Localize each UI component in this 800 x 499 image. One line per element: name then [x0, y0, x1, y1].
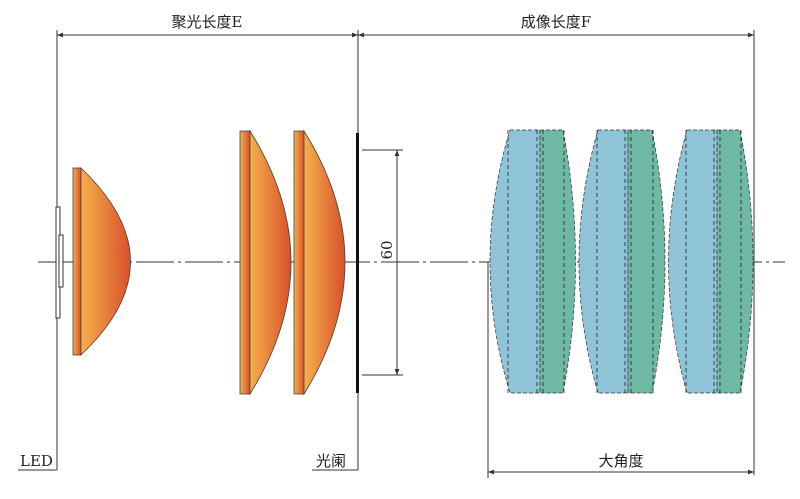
imaging-lens-group-1 [489, 129, 576, 394]
condenser-lens-3-flat [293, 130, 305, 395]
imaging-length-label: 成像长度F [521, 13, 591, 31]
aperture-label: 光阑 [316, 452, 346, 470]
condenser-lens-1-dome [80, 167, 131, 356]
condense-length-label: 聚光长度E [172, 13, 243, 31]
led-label: LED [20, 452, 53, 470]
condenser-lens-2-flat [239, 130, 251, 395]
aperture-plate [356, 133, 359, 393]
condenser-lens-1-flat [72, 167, 82, 356]
wide-angle-label: 大角度 [598, 452, 643, 470]
imaging-lens-group-2 [578, 129, 666, 394]
condenser-lens-3-dome [303, 129, 346, 396]
aperture-diameter-label: 60 [378, 240, 396, 259]
imaging-lens-group-3 [668, 129, 754, 394]
led-emitter [58, 234, 64, 288]
condenser-lens-2-dome [249, 129, 292, 396]
